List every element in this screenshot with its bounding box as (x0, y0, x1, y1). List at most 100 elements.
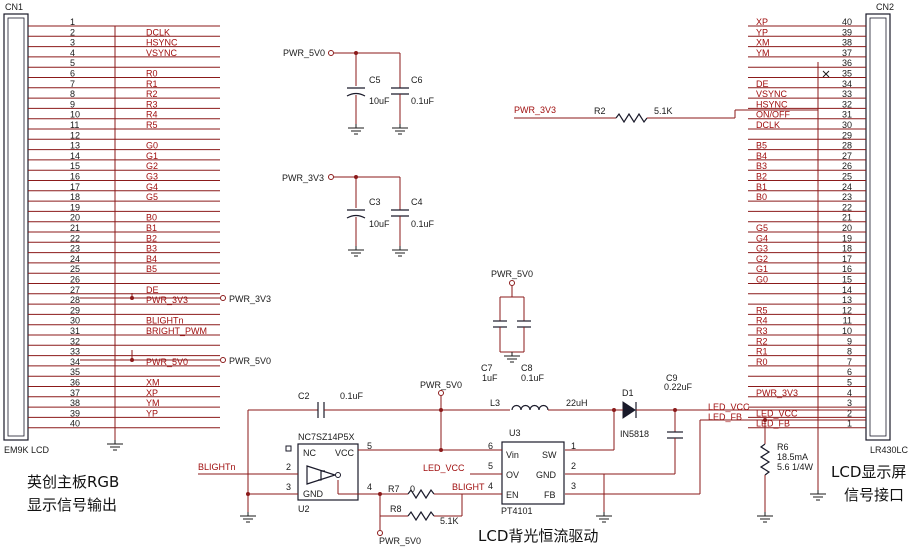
u2-pin-2: 2 (286, 462, 291, 472)
cn2-net-label: R5 (756, 305, 768, 315)
cn1-net-label: R4 (146, 110, 158, 120)
u3-pin-5: 5 (488, 461, 493, 471)
cn2-net-label: B0 (756, 192, 767, 202)
cn1-net-label: YM (146, 398, 160, 408)
l3-val: 22uH (566, 398, 588, 408)
u2-pin-5: 5 (367, 441, 372, 451)
u3-pin-en: EN (506, 490, 519, 500)
cn2-pin-number: 38 (842, 38, 852, 48)
c9-ref: C9 (666, 373, 678, 383)
cn1-pin-number: 38 (70, 398, 80, 408)
cn1-pin-number: 13 (70, 141, 80, 151)
cn2-pins: 40XP39YP38XM37YM363534DE33VSYNC32HSYNC31… (748, 17, 866, 429)
cn1-net-label: HSYNC (146, 38, 178, 48)
cn2-pin-number: 20 (842, 223, 852, 233)
cn2-pin-number: 12 (842, 305, 852, 315)
cn2-net-label: VSYNC (756, 89, 788, 99)
u2-pin-4: 4 (367, 482, 372, 492)
cn2-net-label: R0 (756, 357, 768, 367)
cn2-pin-number: 32 (842, 99, 852, 109)
cn1-pin-number: 29 (70, 305, 80, 315)
cn1-net-label: DCLK (146, 27, 170, 37)
cn2-name: LR430LC (870, 445, 909, 455)
cn1-pin-number: 36 (70, 378, 80, 388)
cn1-pin-number: 24 (70, 254, 80, 264)
c5-val: 10uF (369, 96, 390, 106)
bl-pwr-port: PWR_5V0 (420, 380, 462, 390)
cn1-net-label: G1 (146, 151, 158, 161)
cn1-pin-number: 30 (70, 316, 80, 326)
c7c8-port: PWR_5V0 (491, 269, 533, 279)
cn2-pin-number: 11 (843, 316, 852, 326)
led-vcc-label: LED_VCC (708, 402, 750, 412)
cn1-net-label: B1 (146, 223, 157, 233)
cn1-net-label: R1 (146, 79, 158, 89)
decoupling-c3-c4: PWR_3V3 C3 10uF C4 0.1uF (282, 173, 435, 257)
cn2-pin-number: 22 (842, 202, 852, 212)
c7-val: 1uF (482, 373, 498, 383)
cn1-pwr-5v0-tie: PWR_5V0 (80, 350, 271, 366)
cn1-pin-number: 15 (70, 161, 80, 171)
c9-val: 0.22uF (664, 382, 693, 392)
cn2-net-label: PWR_3V3 (756, 388, 798, 398)
cn2-net-label: B3 (756, 161, 767, 171)
u3-pin-gnd: GND (536, 470, 557, 480)
c3-val: 10uF (369, 219, 390, 229)
u3-part: PT4101 (501, 506, 533, 516)
u2-pin-nc: NC (303, 448, 316, 458)
c3c4-port: PWR_3V3 (282, 173, 324, 183)
cn2-pin-number: 28 (842, 141, 852, 151)
decoupling-c7-c8: PWR_5V0 C7 1uF C8 0.1uF (481, 269, 545, 383)
cn2-net-label: G3 (756, 244, 768, 254)
cn2-pin-number: 39 (842, 27, 852, 37)
d1-val: IN5818 (620, 429, 649, 439)
cn1-pin-number: 9 (70, 99, 75, 109)
c4-val: 0.1uF (411, 219, 435, 229)
cn2-ground-bus (809, 62, 830, 501)
cn1-net-label: R2 (146, 89, 158, 99)
u3-pin-1: 1 (571, 441, 576, 451)
cn2-pin-number: 4 (847, 388, 852, 398)
cn1-pin-number: 25 (70, 264, 80, 274)
cn2-net-label: R3 (756, 326, 768, 336)
u2-pin-vcc: VCC (335, 448, 355, 458)
cn1-pin-number: 10 (70, 110, 80, 120)
cn1-net-label: G0 (146, 141, 158, 151)
cn2-ref: CN2 (876, 2, 894, 12)
blight-net: BLIGHT (452, 482, 485, 492)
blightn-label: BLIGHTn (198, 462, 236, 472)
r7-ref: R7 (388, 484, 400, 494)
c6-val: 0.1uF (411, 96, 435, 106)
cn1-ref: CN1 (5, 2, 23, 12)
cn1-pin-number: 39 (70, 408, 80, 418)
cn2-pin-number: 33 (842, 89, 852, 99)
cn1-net-label: YP (146, 408, 158, 418)
cn2-net-label: DCLK (756, 120, 780, 130)
cn1-pin-number: 34 (70, 357, 80, 367)
cn2-pin-number: 7 (847, 357, 852, 367)
cn1-net-label: PWR_5V0 (146, 357, 188, 367)
r8-pwr-port: PWR_5V0 (379, 536, 421, 546)
led-fb-label: LED_FB (708, 412, 742, 422)
cn1-pin-number: 2 (70, 27, 75, 37)
cn1-pin-number: 16 (70, 172, 80, 182)
cn2-net-label: ON/OFF (756, 110, 790, 120)
cn2-pin-number: 10 (842, 326, 852, 336)
cn2-pin-number: 3 (847, 398, 852, 408)
cn2-pin-number: 31 (842, 110, 852, 120)
cn1-net-label: XM (146, 378, 160, 388)
cn1-pin-number: 4 (70, 48, 75, 58)
cn2-net-label: G4 (756, 233, 768, 243)
cn1-net-label: R5 (146, 120, 158, 130)
cn1-pin-number: 7 (70, 79, 75, 89)
c6-ref: C6 (411, 75, 423, 85)
cn2-net-label: G5 (756, 223, 768, 233)
u3-pin-vin: Vin (506, 450, 519, 460)
r2-net: PWR_3V3 (514, 105, 556, 115)
cn2-net-label: LED_FB (756, 419, 790, 429)
decoupling-c5-c6: PWR_5V0 C5 10uF C6 0.1uF (283, 48, 435, 135)
cn2-pin-number: 24 (842, 182, 852, 192)
cn1-net-label: G2 (146, 161, 158, 171)
